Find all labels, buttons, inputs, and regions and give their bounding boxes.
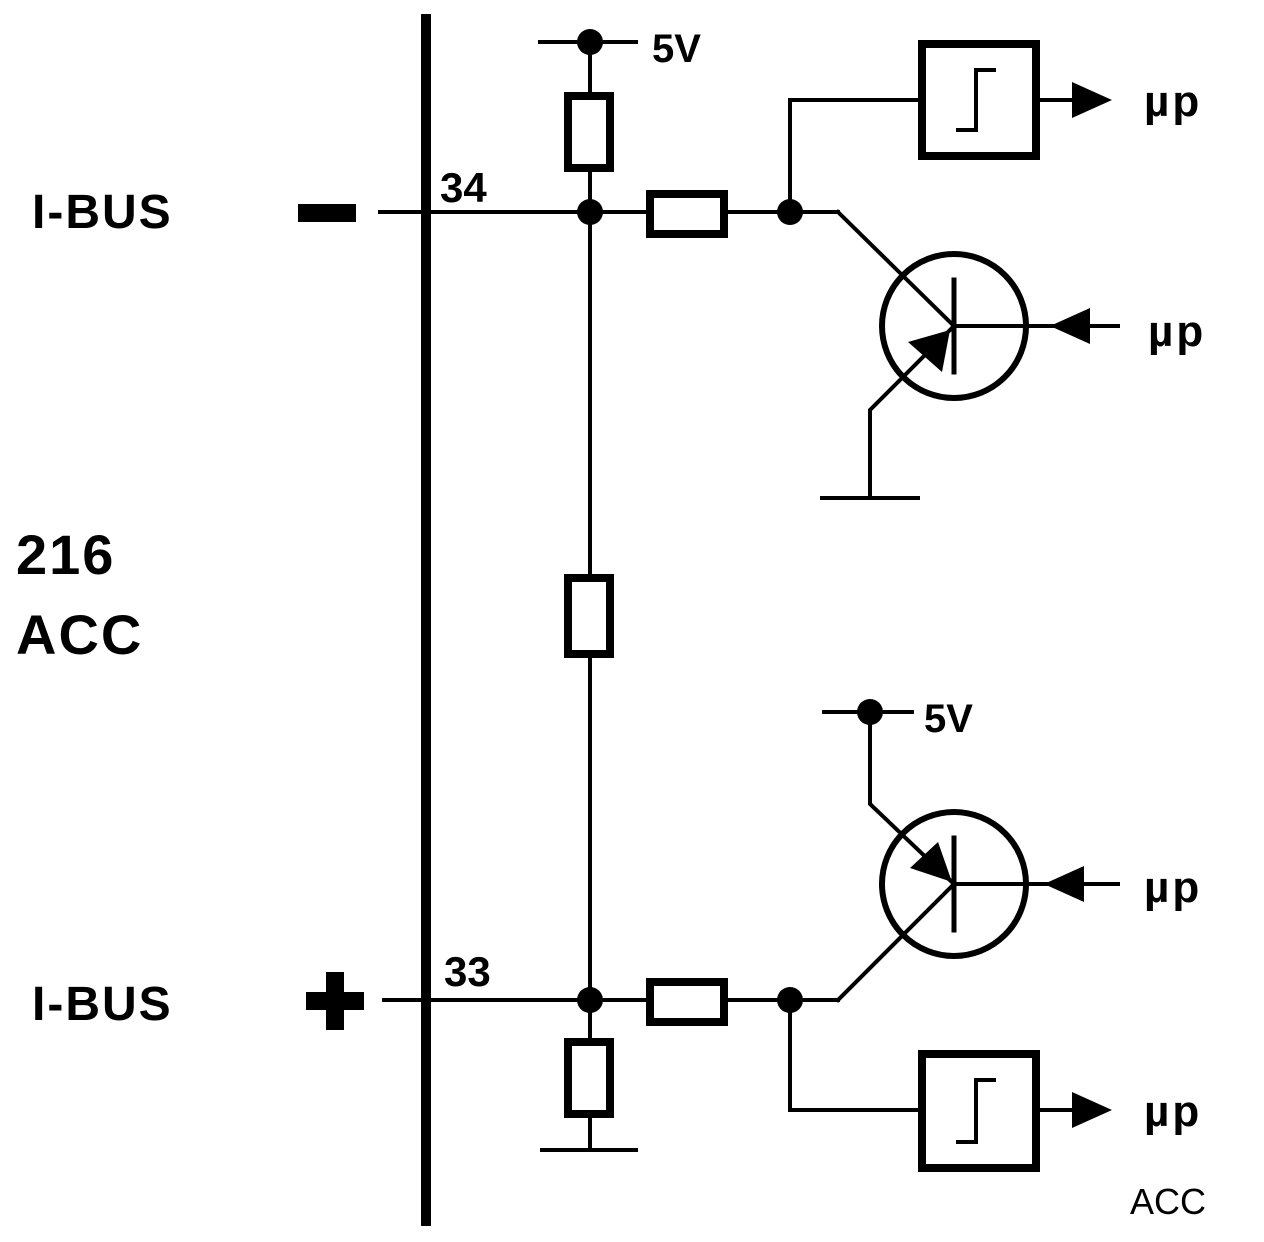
transistor-top	[835, 209, 1029, 500]
bus-termination-resistor	[564, 574, 614, 658]
arrow-in-bottom	[1044, 866, 1084, 902]
arrow-out-bottom	[1072, 1092, 1112, 1128]
schmitt-trigger-top	[918, 40, 1040, 160]
plus-sign-icon	[306, 972, 364, 1030]
ibus-minus-label: I-BUS	[32, 186, 173, 239]
transistor-bottom	[835, 710, 1029, 1003]
device-number-label: 216	[16, 523, 115, 586]
emitter-arrow-bottom	[910, 842, 952, 882]
minus-sign-icon	[298, 204, 356, 222]
up-in-bottom-label: µp	[1144, 863, 1202, 912]
supply-bottom-label: 5V	[924, 697, 973, 741]
pin-33-label: 33	[444, 948, 491, 995]
series-resistor-bottom	[646, 978, 728, 1026]
supply-top-label: 5V	[652, 27, 701, 71]
up-out-bottom-label: µp	[1144, 1087, 1202, 1136]
pin-34-label: 34	[440, 164, 487, 211]
step-icon-bottom	[956, 1078, 996, 1144]
pulldown-resistor	[564, 1038, 614, 1118]
series-resistor-top	[646, 190, 728, 238]
schmitt-trigger-bottom	[918, 1050, 1040, 1172]
ibus-plus-label: I-BUS	[32, 978, 173, 1031]
arrow-out-top	[1072, 82, 1112, 118]
step-icon-top	[956, 68, 996, 132]
emitter-arrow-top	[908, 330, 950, 372]
up-out-top-label: µp	[1144, 77, 1202, 126]
pullup-resistor	[564, 92, 614, 172]
up-in-top-label: µp	[1148, 307, 1206, 356]
footer-label: ACC	[1130, 1181, 1206, 1222]
device-name-label: ACC	[16, 603, 143, 666]
arrow-in-top	[1050, 308, 1090, 344]
